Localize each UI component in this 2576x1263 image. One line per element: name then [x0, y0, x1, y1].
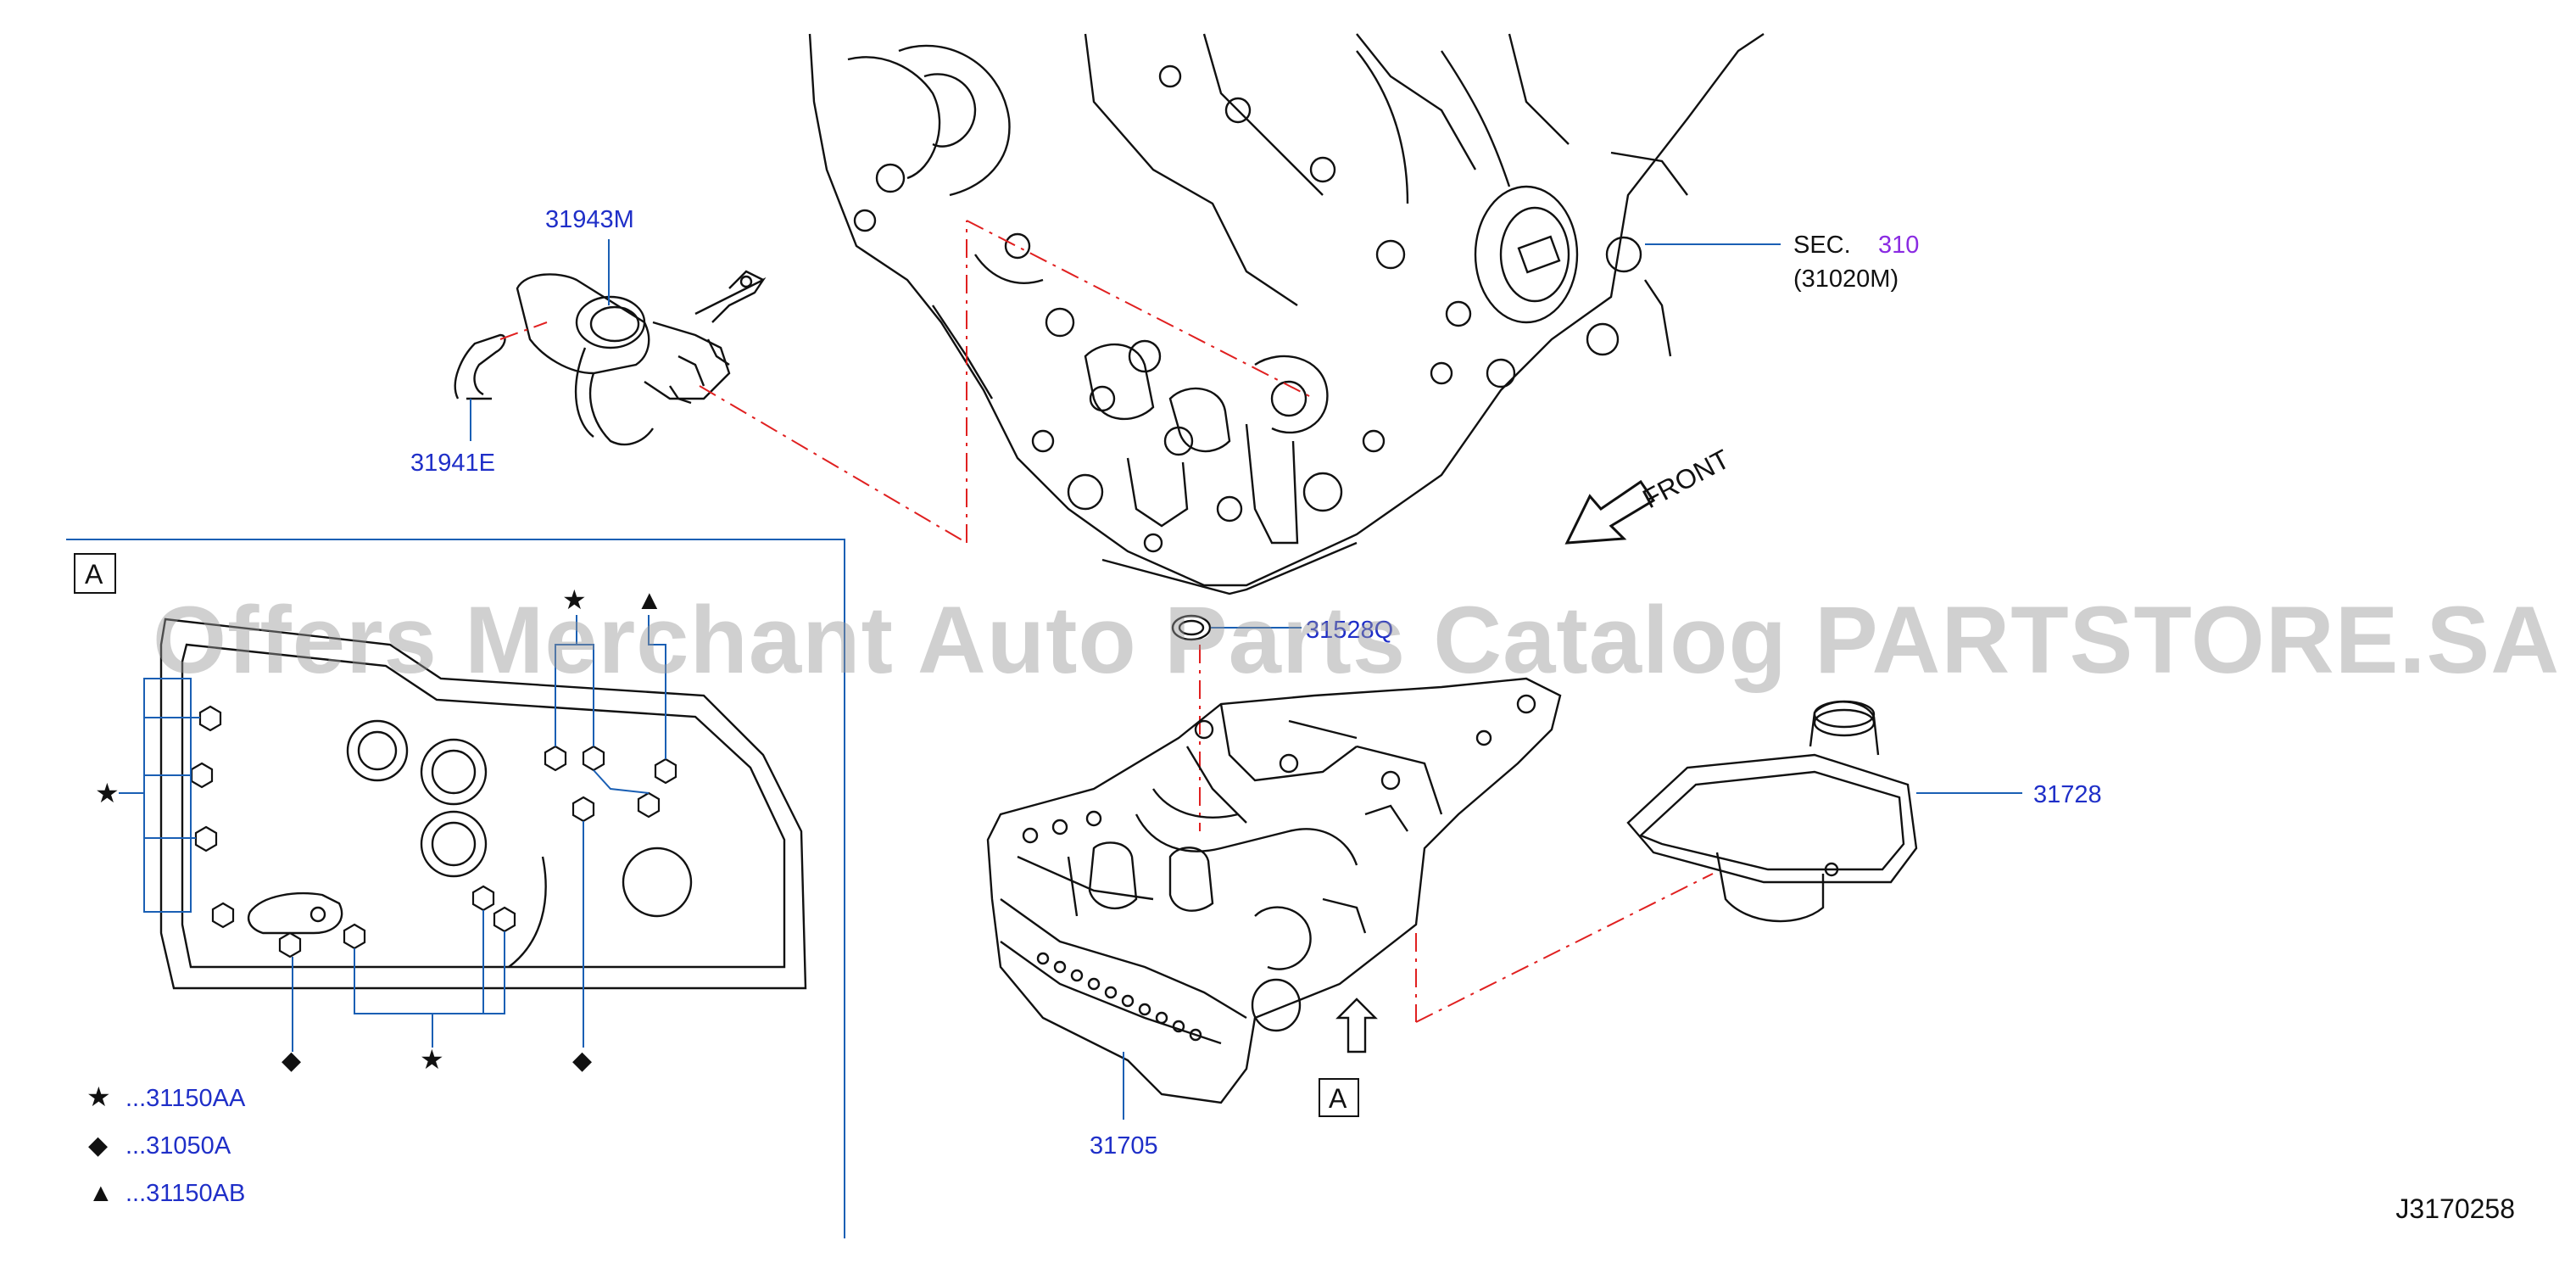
view-marker: A	[1329, 1083, 1347, 1114]
hex-bolts	[190, 705, 677, 958]
control-valve-body-drawing	[986, 677, 1562, 1104]
front-label: FRONT	[1637, 444, 1734, 515]
transmission-case-drawing	[808, 33, 1765, 595]
legend-code-1[interactable]: ...31150AA	[125, 1085, 246, 1112]
legend-symbol-1: ★	[86, 1081, 111, 1112]
legend-symbol-3: ▲	[88, 1179, 114, 1207]
clip-drawing	[454, 333, 506, 400]
valve-body-gasket-outline	[159, 618, 807, 990]
oil-strainer-drawing	[1626, 700, 1918, 923]
detail-diamond-bottom-left: ◆	[282, 1047, 301, 1075]
o-ring-drawing	[1171, 614, 1212, 641]
detail-view-frame	[66, 539, 845, 1238]
detail-view-marker: A	[85, 559, 103, 590]
view-marker-box	[1319, 1078, 1359, 1117]
sensor-assembly-drawing	[516, 270, 767, 446]
section-ref-number[interactable]: 310	[1878, 232, 1919, 259]
detail-star-bottom: ★	[420, 1044, 444, 1075]
detail-diamond-bottom-right: ◆	[572, 1047, 592, 1075]
detail-star-left: ★	[95, 778, 120, 808]
section-ref-sub: (31020M)	[1793, 265, 1899, 293]
legend-symbol-2: ◆	[88, 1132, 108, 1160]
detail-star-top: ★	[562, 584, 587, 615]
legend-code-2[interactable]: ...31050A	[125, 1132, 231, 1160]
part-label-31941e[interactable]: 31941E	[410, 450, 495, 477]
legend-code-3[interactable]: ...31150AB	[125, 1180, 245, 1207]
part-label-31528q[interactable]: 31528Q	[1306, 617, 1393, 644]
part-label-31728[interactable]: 31728	[2033, 781, 2102, 808]
view-arrow-up-icon	[1335, 998, 1378, 1053]
front-arrow-icon	[1564, 479, 1656, 545]
part-label-31705[interactable]: 31705	[1090, 1132, 1158, 1160]
legend: ★ ...31150AA ◆ ...31050A ▲ ...31150AB	[86, 1081, 246, 1207]
detail-leaders	[119, 615, 666, 1052]
part-label-31943m[interactable]: 31943M	[545, 206, 634, 233]
diagram-id: J3170258	[2395, 1193, 2515, 1224]
section-ref-prefix[interactable]: SEC.	[1793, 232, 1851, 259]
detail-triangle-top: ▲	[636, 584, 663, 615]
detail-view-marker-box	[74, 553, 116, 594]
alignment-dash-lines	[499, 220, 1714, 1023]
